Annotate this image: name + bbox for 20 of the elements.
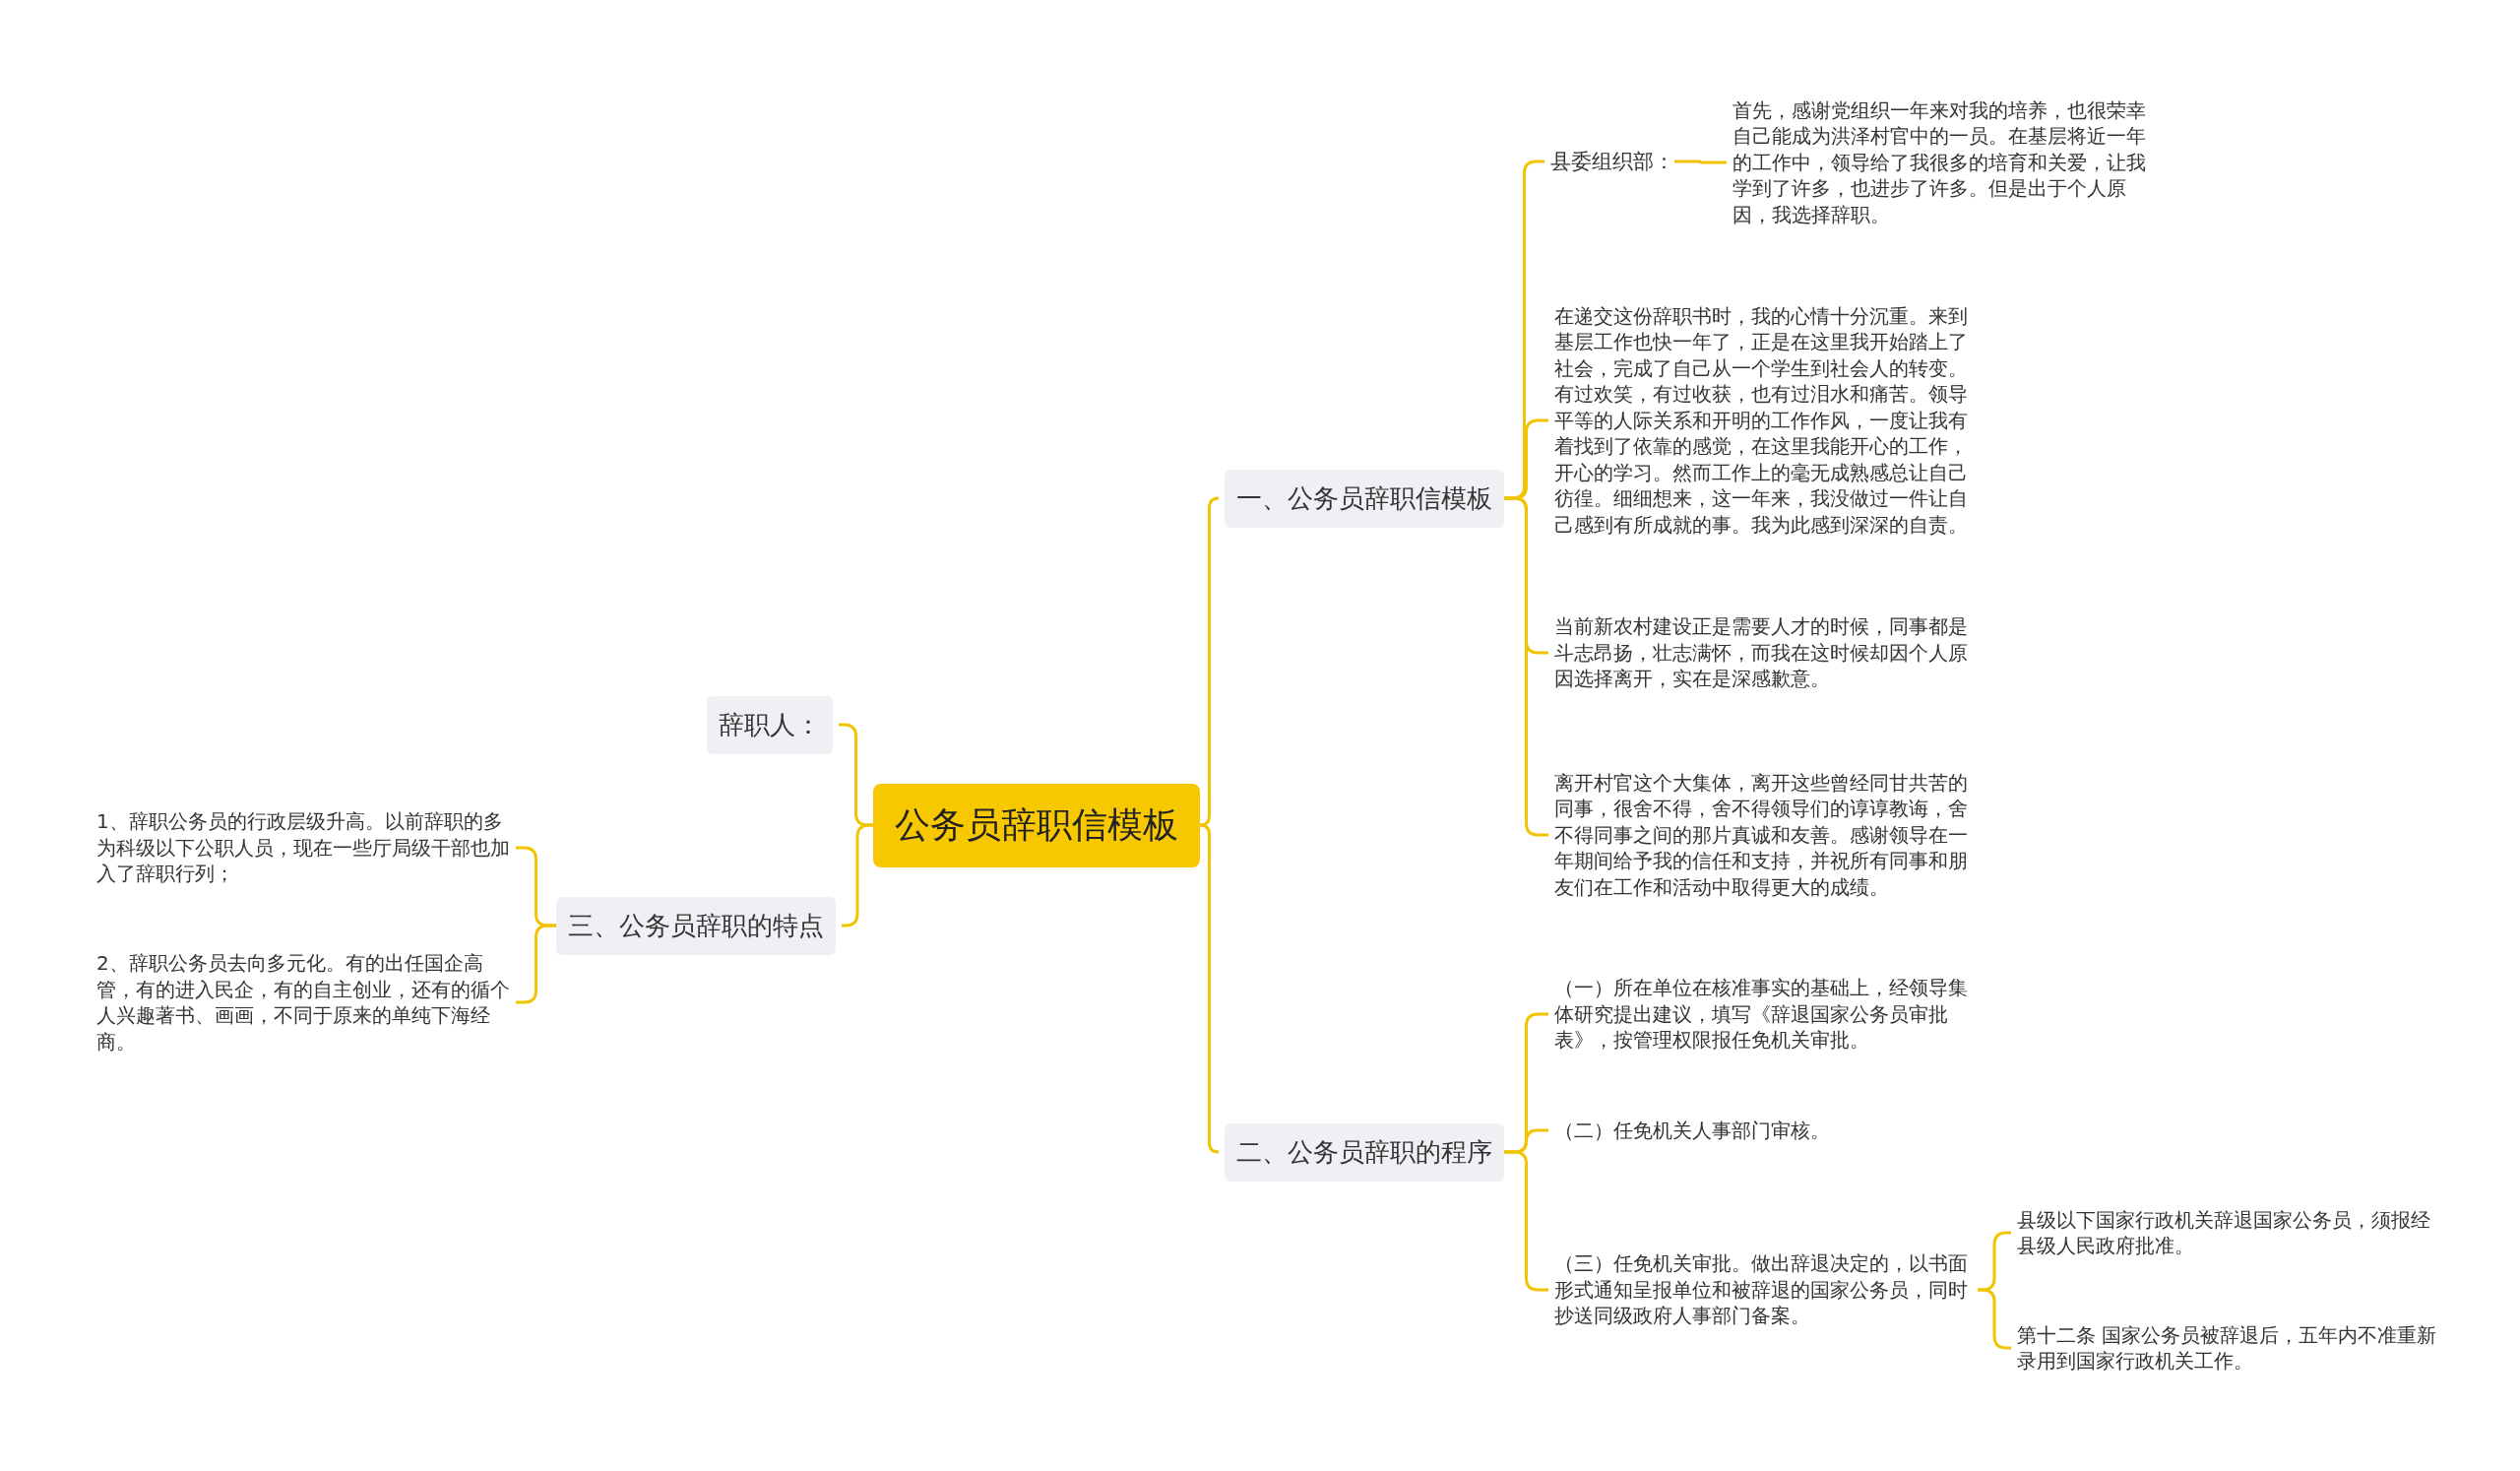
topic-box: 二、公务员辞职的程序	[1225, 1122, 1504, 1182]
subtopic-text: 在递交这份辞职书时，我的心情十分沉重。来到基层工作也快一年了，正是在这里我开始踏上了社会，完成了自己从一个学生到社会人的转变。有过欢笑，有过收获，也有过泪水和痛苦。领导平等的人际关系和开明的工作作风，一度让我有着找到了依靠的感觉，在这里我能开心的工作，开心的学习。然而工作上的毫无成熟感总让自己彷徨。细细想来，这一年来，我没做过一件让自己感到有所成就的事。我为此感到深深的自责。	[1554, 302, 1978, 538]
connector-line	[1198, 496, 1221, 827]
central-topic: 公务员辞职信模板	[873, 783, 1200, 867]
subtopic-text: 2、辞职公务员去向多元化。有的出任国企高管，有的进入民企，有的自主创业，还有的循个人兴趣著书、画画，不同于原来的单纯下海经商。	[96, 950, 510, 1055]
subtopic-text: 当前新农村建设正是需要人才的时候，同事都是斗志昂扬，壮志满怀，而我在这时候却因个人原因选择离开，实在是深感歉意。	[1554, 613, 1978, 692]
subtopic-text: （一）所在单位在核准事实的基础上，经领导集体研究提出建议，填写《辞退国家公务员审批表》，按管理权限报任免机关审批。	[1554, 975, 1978, 1054]
topic-box: 辞职人：	[707, 695, 833, 754]
subtopic-text: 离开村官这个大集体，离开这些曾经同甘共苦的同事，很舍不得，舍不得领导们的谆谆教诲，舍不得同事之间的那片真诚和友善。感谢领导在一年期间给予我的信任和支持，并祝所有同事和朋友们在工作和活动中取得更大的成绩。	[1554, 769, 1978, 900]
subtopic-text: 1、辞职公务员的行政层级升高。以前辞职的多为科级以下公职人员，现在一些厅局级干部也加入了辞职行列；	[96, 808, 510, 887]
connector-line	[1198, 823, 1221, 1154]
subtopic-text: 县委组织部：	[1550, 148, 1674, 175]
topic-box: 一、公务员辞职信模板	[1225, 469, 1504, 528]
subtopic-text: （三）任免机关审批。做出辞退决定的，以书面形式通知呈报单位和被辞退的国家公务员，同时抄送同级政府人事部门备案。	[1554, 1250, 1978, 1329]
subtopic-text: （二）任免机关人事部门审核。	[1554, 1117, 1830, 1143]
subtopic-text: 县级以下国家行政机关辞退国家公务员，须报经县级人民政府批准。	[2017, 1206, 2440, 1259]
subtopic-text: 首先，感谢党组织一年来对我的培养，也很荣幸自己能成为洪泽村官中的一员。在基层将近一年的工作中，领导给了我很多的培育和关爱，让我学到了许多，也进步了许多。但是出于个人原因，我选择辞职。	[1732, 96, 2156, 227]
subtopic-text: 第十二条 国家公务员被辞退后，五年内不准重新录用到国家行政机关工作。	[2017, 1321, 2440, 1375]
topic-box: 三、公务员辞职的特点	[556, 896, 836, 955]
connector-line	[1674, 160, 1727, 164]
